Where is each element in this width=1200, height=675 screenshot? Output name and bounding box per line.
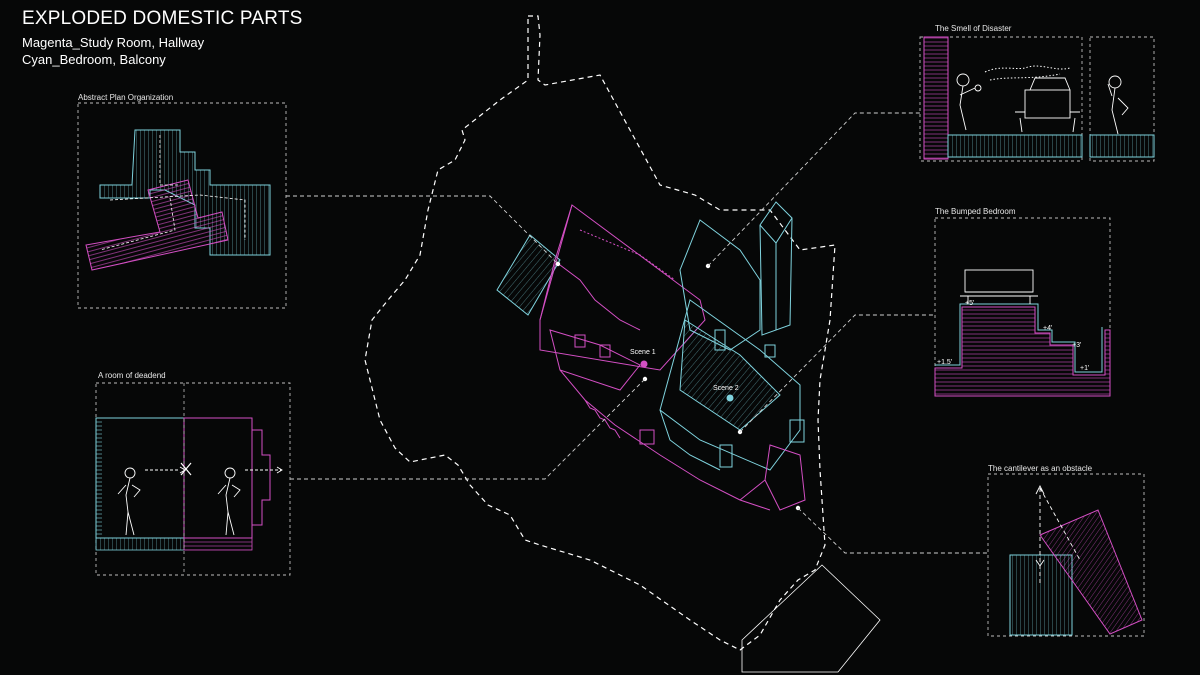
site-boundary: [364, 15, 836, 651]
bumped-drawing: [934, 269, 1111, 397]
scene2-label: Scene 2: [713, 385, 739, 392]
panel-bumped-label: The Bumped Bedroom: [935, 207, 1016, 216]
panel-smell-frame-left: [919, 36, 1083, 162]
leader-deadend: [290, 378, 646, 480]
level-label-4: +4': [1043, 325, 1052, 332]
level-label-3: +3': [1072, 342, 1081, 349]
panel-cantilever-label: The cantilever as an obstacle: [988, 464, 1093, 473]
level-label-1-5: +1.5': [937, 359, 952, 366]
panel-deadend-frame: [95, 382, 291, 576]
leader-cantilever: [797, 507, 988, 554]
level-label-5: +5': [965, 300, 974, 307]
detached-volume: [741, 564, 881, 673]
panel-deadend-label: A room of deadend: [98, 371, 166, 380]
axonometric-model: [496, 201, 806, 511]
legend-cyan: Cyan_Bedroom, Balcony: [22, 52, 166, 67]
leader-bumped: [739, 314, 935, 433]
panel-plan-label: Abstract Plan Organization: [78, 93, 174, 102]
panel-cantilever-frame: [987, 473, 1145, 637]
smell-drawing: [923, 36, 1155, 160]
panel-smell-label: The Smell of Disaster: [935, 24, 1012, 33]
deadend-drawing: [95, 383, 283, 575]
leader-dot-plan: [555, 261, 561, 267]
diagram-title: EXPLODED DOMESTIC PARTS: [22, 8, 303, 29]
scene1-label: Scene 1: [630, 349, 656, 356]
cantilever-drawing: [1009, 484, 1143, 636]
panel-smell-frame-right: [1089, 36, 1155, 162]
leader-smell: [707, 112, 920, 267]
scene1-marker[interactable]: [640, 360, 648, 368]
plan-drawing: [85, 129, 271, 271]
legend-magenta: Magenta_Study Room, Hallway: [22, 35, 205, 50]
leader-plan: [286, 195, 559, 265]
level-label-1: +1': [1080, 365, 1089, 372]
panel-plan-frame: [77, 102, 287, 309]
scene2-marker[interactable]: [726, 394, 734, 402]
